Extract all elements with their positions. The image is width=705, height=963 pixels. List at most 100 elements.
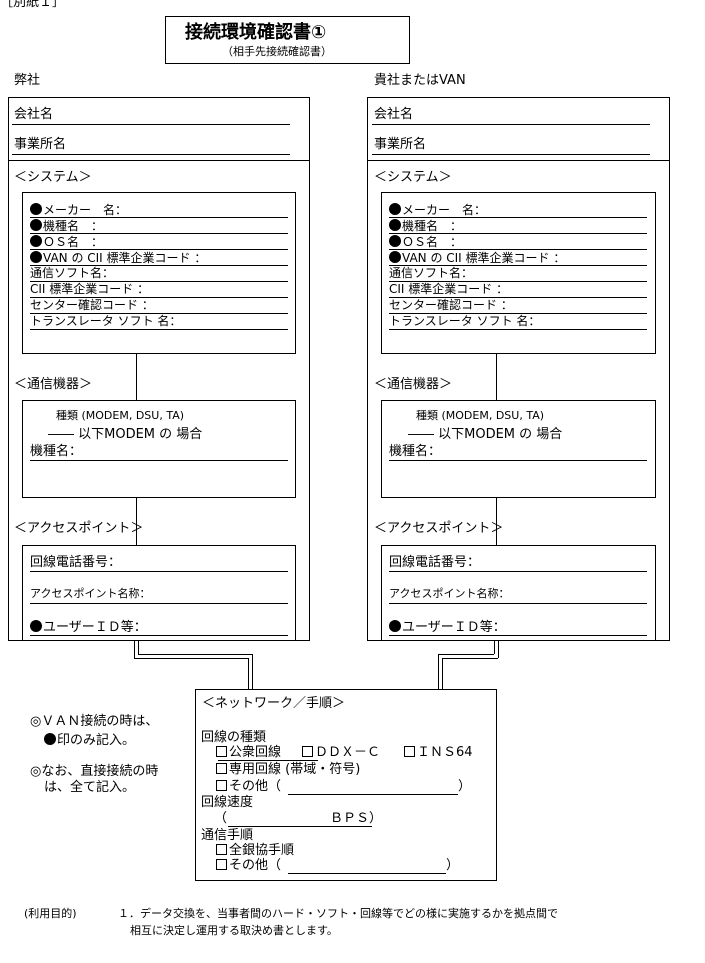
- right-system-heading: ＜システム＞: [374, 170, 452, 185]
- left-system-item: ＯＳ名 ：: [30, 235, 103, 248]
- left-system-item: CII 標準企業コード ：: [30, 282, 150, 296]
- left-office-name: 事業所名: [14, 137, 67, 152]
- right-access-phone-line[interactable]: [389, 571, 647, 572]
- right-modem-model-line[interactable]: [389, 460, 647, 461]
- left-system-item: トランスレータ ソフト 名：: [30, 314, 182, 328]
- page-subtitle: （相手先接続確認書）: [222, 45, 332, 58]
- left-comm-type: 種類 (MODEM, DSU, TA): [56, 409, 185, 422]
- left-access-name: アクセスポイント名称：: [30, 587, 151, 600]
- purpose-line1: １．データ交換を、当事者間のハード・ソフト・回線等でどの様に実施するかを拠点間で: [118, 907, 558, 920]
- note-van-line1: ◎ＶＡＮ接続の時は、: [30, 714, 159, 729]
- left-system-item: VAN の CII 標準企業コード ：: [30, 251, 206, 264]
- right-system-item-line[interactable]: [389, 249, 647, 250]
- right-system-item-line[interactable]: [389, 265, 647, 266]
- right-system-item-line[interactable]: [389, 217, 647, 218]
- speed-field[interactable]: [228, 826, 372, 827]
- right-office-name-line[interactable]: [372, 154, 650, 155]
- checkbox-icon[interactable]: [216, 844, 227, 855]
- right-access-userid: ユーザーＩＤ等：: [389, 620, 506, 634]
- left-modem-note: ―― 以下MODEM の 場合: [48, 427, 203, 442]
- right-modem-note: ―― 以下MODEM の 場合: [408, 427, 563, 442]
- public-line-option[interactable]: 公衆回線: [216, 746, 281, 759]
- right-system-box: [381, 192, 656, 354]
- right-system-item-line[interactable]: [389, 297, 647, 298]
- speed-unit: ＢＰＳ）: [330, 811, 383, 826]
- right-system-item-line[interactable]: [389, 281, 647, 282]
- checkbox-icon[interactable]: [216, 763, 227, 774]
- checkbox-icon[interactable]: [216, 746, 227, 757]
- other-line-option[interactable]: その他（: [216, 780, 281, 793]
- left-access-name-line[interactable]: [30, 603, 288, 604]
- right-system-item: 機種名 ：: [389, 219, 462, 232]
- left-office-name-line[interactable]: [12, 154, 290, 155]
- ins-option[interactable]: ＩＮＳ64: [404, 746, 473, 759]
- note-direct-line2: は、全て記入。: [44, 780, 136, 795]
- purpose-label: (利用目的): [24, 907, 77, 920]
- right-connector-1: [496, 354, 497, 400]
- line-type-underline: [218, 760, 318, 761]
- left-company-name: 会社名: [14, 107, 54, 122]
- right-system-item: ＯＳ名 ：: [389, 235, 462, 248]
- speed-label: 回線速度: [201, 795, 254, 810]
- ddx-option[interactable]: ＤＤＸ－Ｃ: [302, 746, 380, 759]
- zengin-option[interactable]: 全銀協手順: [216, 844, 294, 857]
- left-system-item-line[interactable]: [30, 233, 288, 234]
- other-proc-field[interactable]: [288, 873, 446, 874]
- right-office-name: 事業所名: [374, 137, 427, 152]
- right-system-item: メーカー 名：: [389, 203, 486, 216]
- right-access-name: アクセスポイント名称：: [389, 587, 510, 600]
- right-system-item-line[interactable]: [389, 233, 647, 234]
- private-line-option[interactable]: 専用回線 (帯域・符号): [216, 763, 360, 776]
- left-access-phone-line[interactable]: [30, 571, 288, 572]
- other-proc-option[interactable]: その他（: [216, 859, 281, 872]
- checkbox-icon[interactable]: [302, 746, 313, 757]
- right-access-name-line[interactable]: [389, 603, 647, 604]
- left-system-item-line[interactable]: [30, 265, 288, 266]
- right-company-name-line[interactable]: [372, 124, 650, 125]
- left-access-userid-line[interactable]: [30, 635, 288, 636]
- required-dot-icon: [389, 235, 401, 247]
- right-access-box: [381, 545, 656, 641]
- right-modem-model: 機種名：: [389, 444, 442, 459]
- line-type-label: 回線の種類: [201, 730, 267, 745]
- left-comm-box: [22, 400, 296, 498]
- right-connector-2: [496, 498, 497, 545]
- right-system-item: 通信ソフト名：: [389, 266, 474, 280]
- left-system-item-line[interactable]: [30, 297, 288, 298]
- network-box: [195, 689, 497, 881]
- right-system-item: センター確認コード ：: [389, 298, 513, 312]
- checkbox-icon[interactable]: [216, 780, 227, 791]
- left-company-name-line[interactable]: [12, 124, 290, 125]
- right-system-item-line[interactable]: [389, 313, 647, 314]
- right-comm-box: [381, 400, 656, 498]
- left-system-item-line[interactable]: [30, 217, 288, 218]
- left-system-item-line[interactable]: [30, 329, 288, 330]
- our-company-label: 弊社: [14, 73, 41, 88]
- attachment-tag: ［別紙１］: [0, 0, 66, 10]
- required-dot-icon: [30, 203, 42, 215]
- right-system-item-line[interactable]: [389, 329, 647, 330]
- network-heading: ＜ネットワーク／手順＞: [202, 696, 346, 711]
- right-access-userid-line[interactable]: [389, 635, 647, 636]
- required-dot-icon: [389, 203, 401, 215]
- left-comm-heading: ＜通信機器＞: [14, 377, 93, 392]
- left-system-item: 機種名 ：: [30, 219, 103, 232]
- left-system-item-line[interactable]: [30, 281, 288, 282]
- left-system-item-line[interactable]: [30, 313, 288, 314]
- required-dot-icon: [44, 733, 56, 745]
- left-system-item: センター確認コード ：: [30, 298, 154, 312]
- left-connector-1: [136, 354, 137, 400]
- left-system-item: 通信ソフト名：: [30, 266, 115, 280]
- right-system-item: VAN の CII 標準企業コード ：: [389, 251, 565, 264]
- required-dot-icon: [30, 251, 42, 263]
- left-system-item-line[interactable]: [30, 249, 288, 250]
- right-comm-heading: ＜通信機器＞: [374, 377, 453, 392]
- right-comm-type: 種類 (MODEM, DSU, TA): [416, 409, 545, 422]
- required-dot-icon: [30, 219, 42, 231]
- left-system-item: メーカー 名：: [30, 203, 127, 216]
- page-title: 接続環境確認書①: [185, 22, 327, 43]
- checkbox-icon[interactable]: [216, 859, 227, 870]
- checkbox-icon[interactable]: [404, 746, 415, 757]
- left-modem-model-line[interactable]: [30, 460, 288, 461]
- other-line-field[interactable]: [288, 794, 458, 795]
